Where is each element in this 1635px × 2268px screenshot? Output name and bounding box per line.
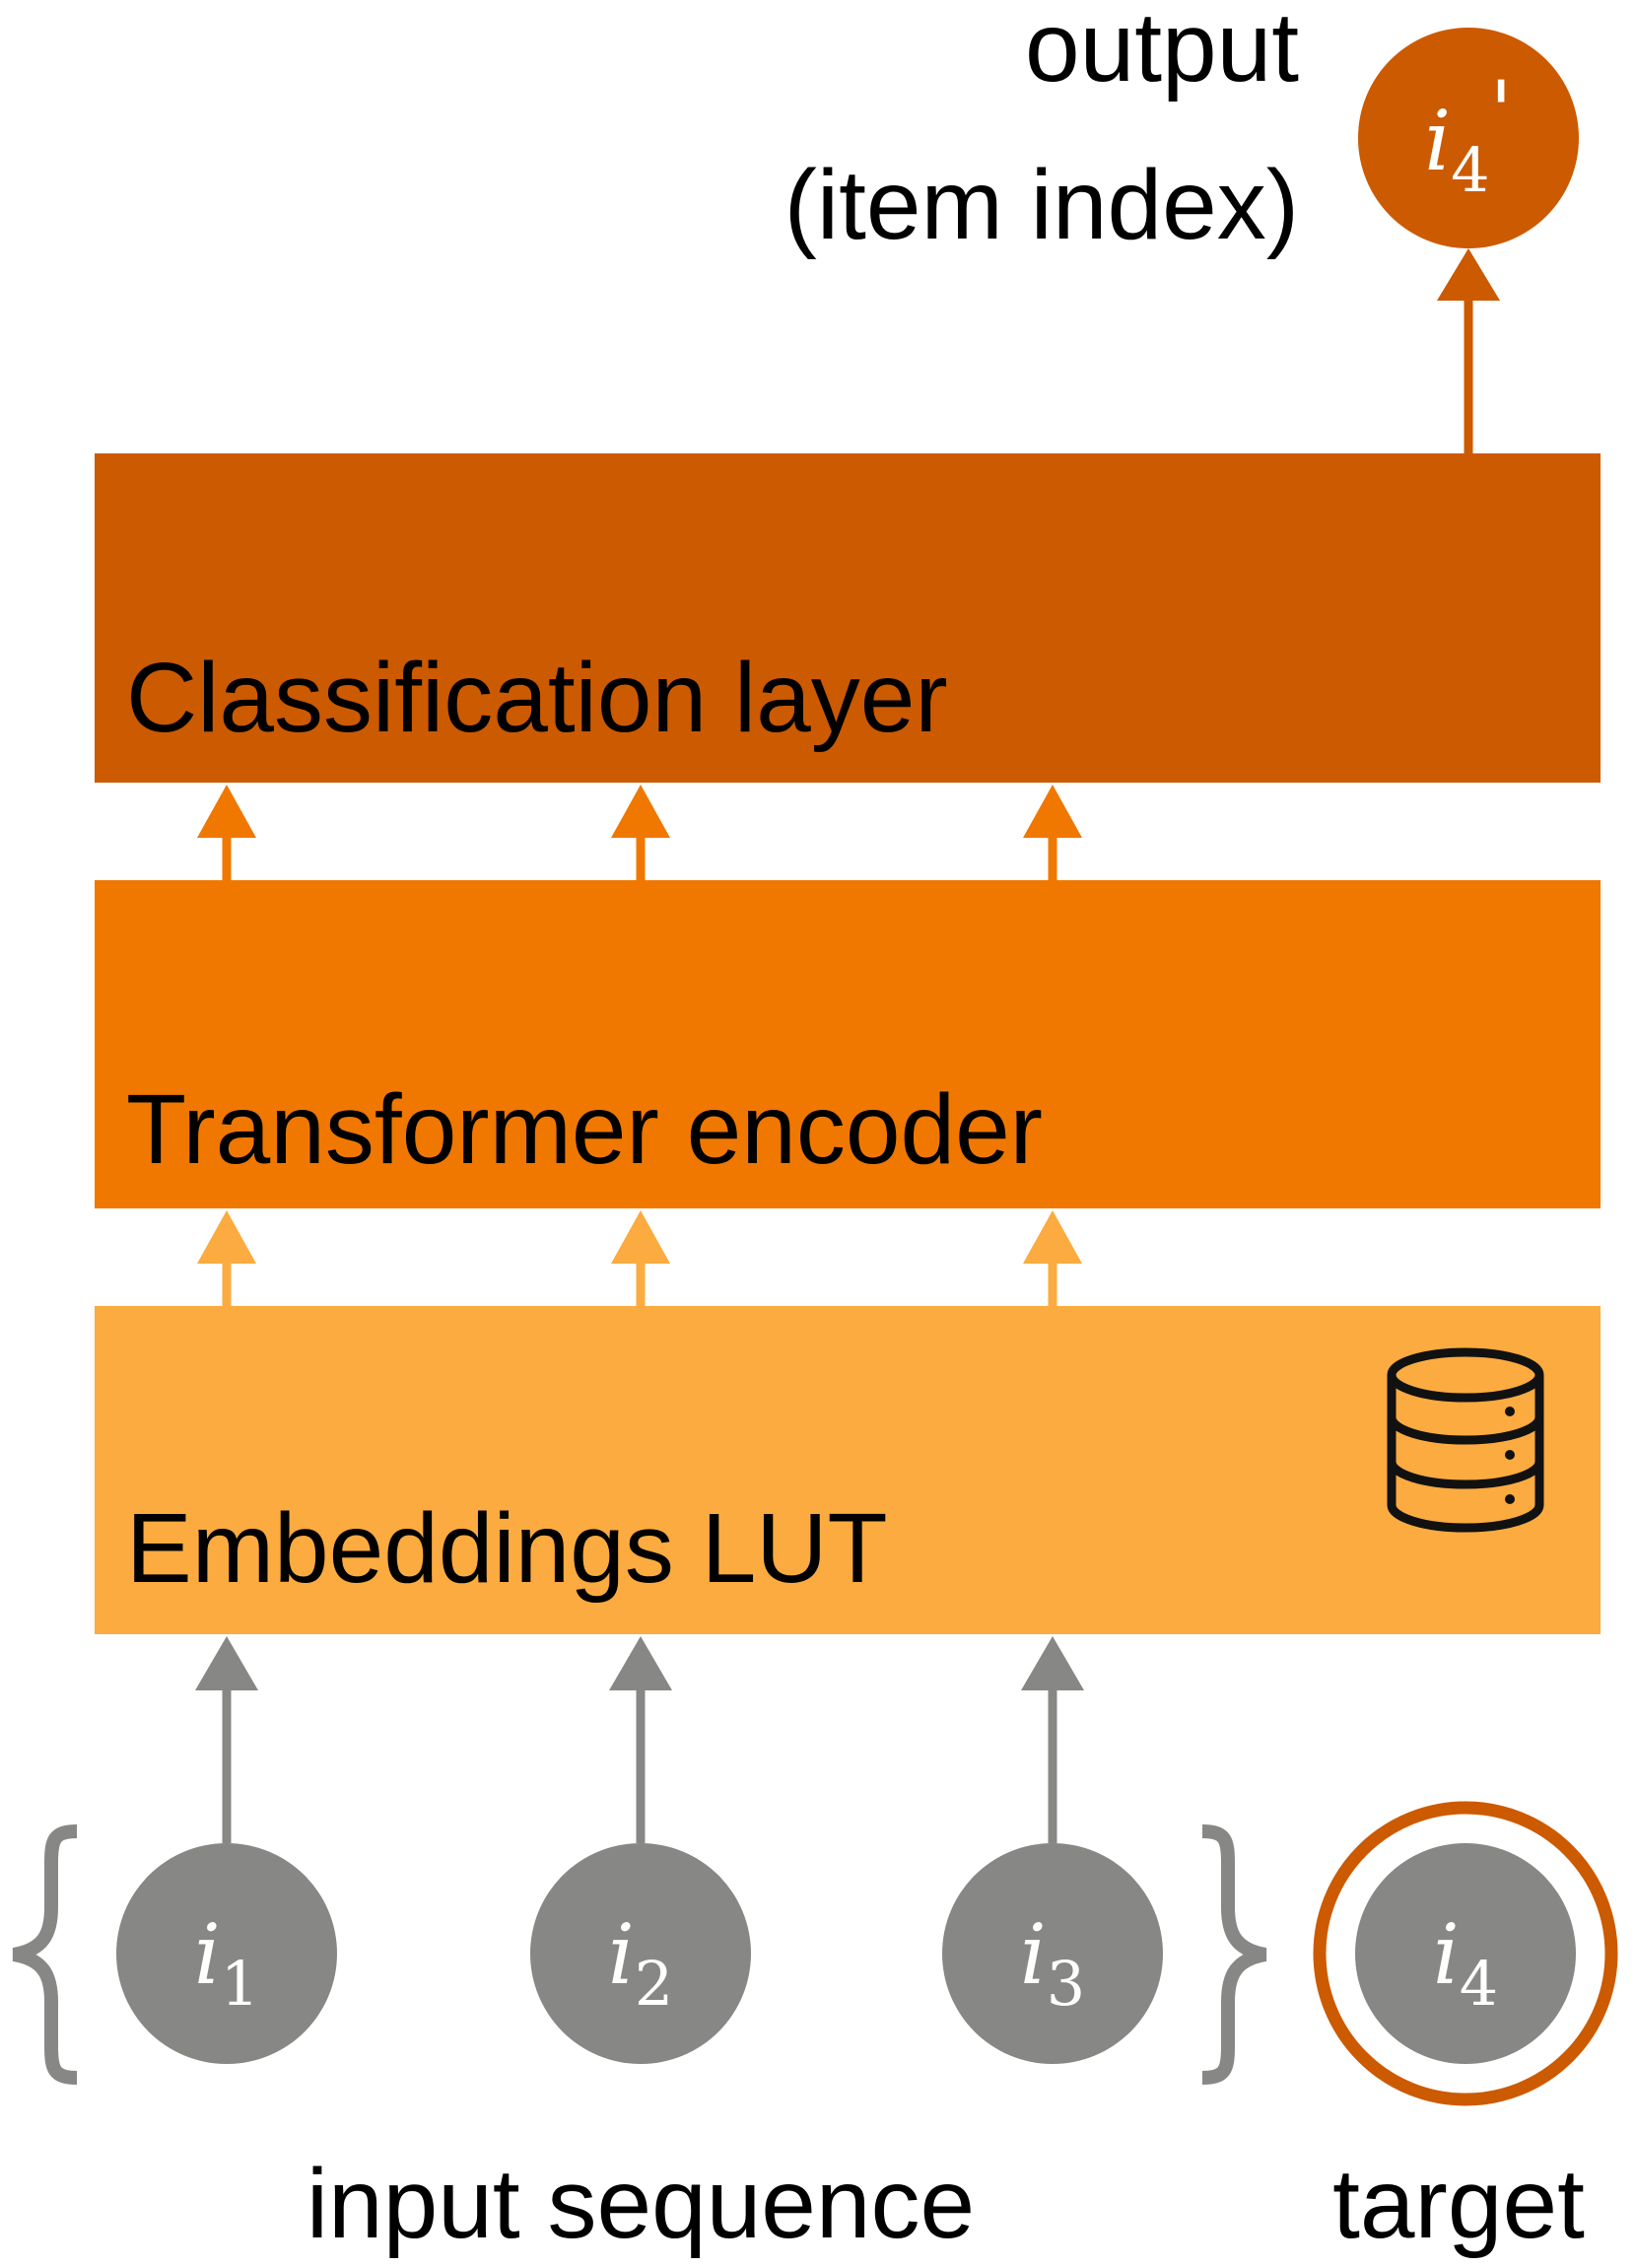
arrows-inputs-to-embeddings: [195, 1636, 1084, 1843]
arrows-transformer-to-classification: [197, 785, 1082, 880]
target-node: i4: [1313, 1801, 1618, 2106]
svg-text:i3: i3: [1020, 1906, 1085, 2020]
embeddings-lut-label: Embeddings LUT: [126, 1493, 888, 1604]
transformer-encoder-label: Transformer encoder: [126, 1074, 1043, 1185]
target-caption: target: [1332, 2149, 1585, 2259]
input-node-1: i1: [116, 1843, 337, 2064]
database-icon: [1387, 1347, 1544, 1533]
output-token: i4': [1424, 63, 1512, 206]
output-label: output: [1025, 0, 1299, 103]
input-node-3: i3: [942, 1843, 1163, 2064]
output-sublabel: (item index): [784, 150, 1299, 260]
svg-text:i2: i2: [608, 1906, 673, 2020]
arrows-embeddings-to-transformer: [197, 1210, 1082, 1306]
svg-text:i1: i1: [194, 1906, 259, 2020]
left-brace: [12, 1824, 78, 2085]
output-node: i4': [1358, 28, 1579, 248]
input-sequence-caption: input sequence: [307, 2149, 975, 2259]
svg-text:i4: i4: [1433, 1906, 1498, 2020]
target-ring: [1313, 1801, 1618, 2106]
output-node-circle: [1358, 28, 1579, 248]
arrow-classification-to-output: [1437, 248, 1500, 453]
right-brace: [1201, 1824, 1267, 2085]
embeddings-lut-layer: [95, 1306, 1601, 1634]
transformer-encoder-layer: [95, 880, 1601, 1208]
classification-layer: [95, 453, 1601, 783]
classification-layer-label: Classification layer: [126, 643, 948, 753]
input-node-2: i2: [530, 1843, 751, 2064]
